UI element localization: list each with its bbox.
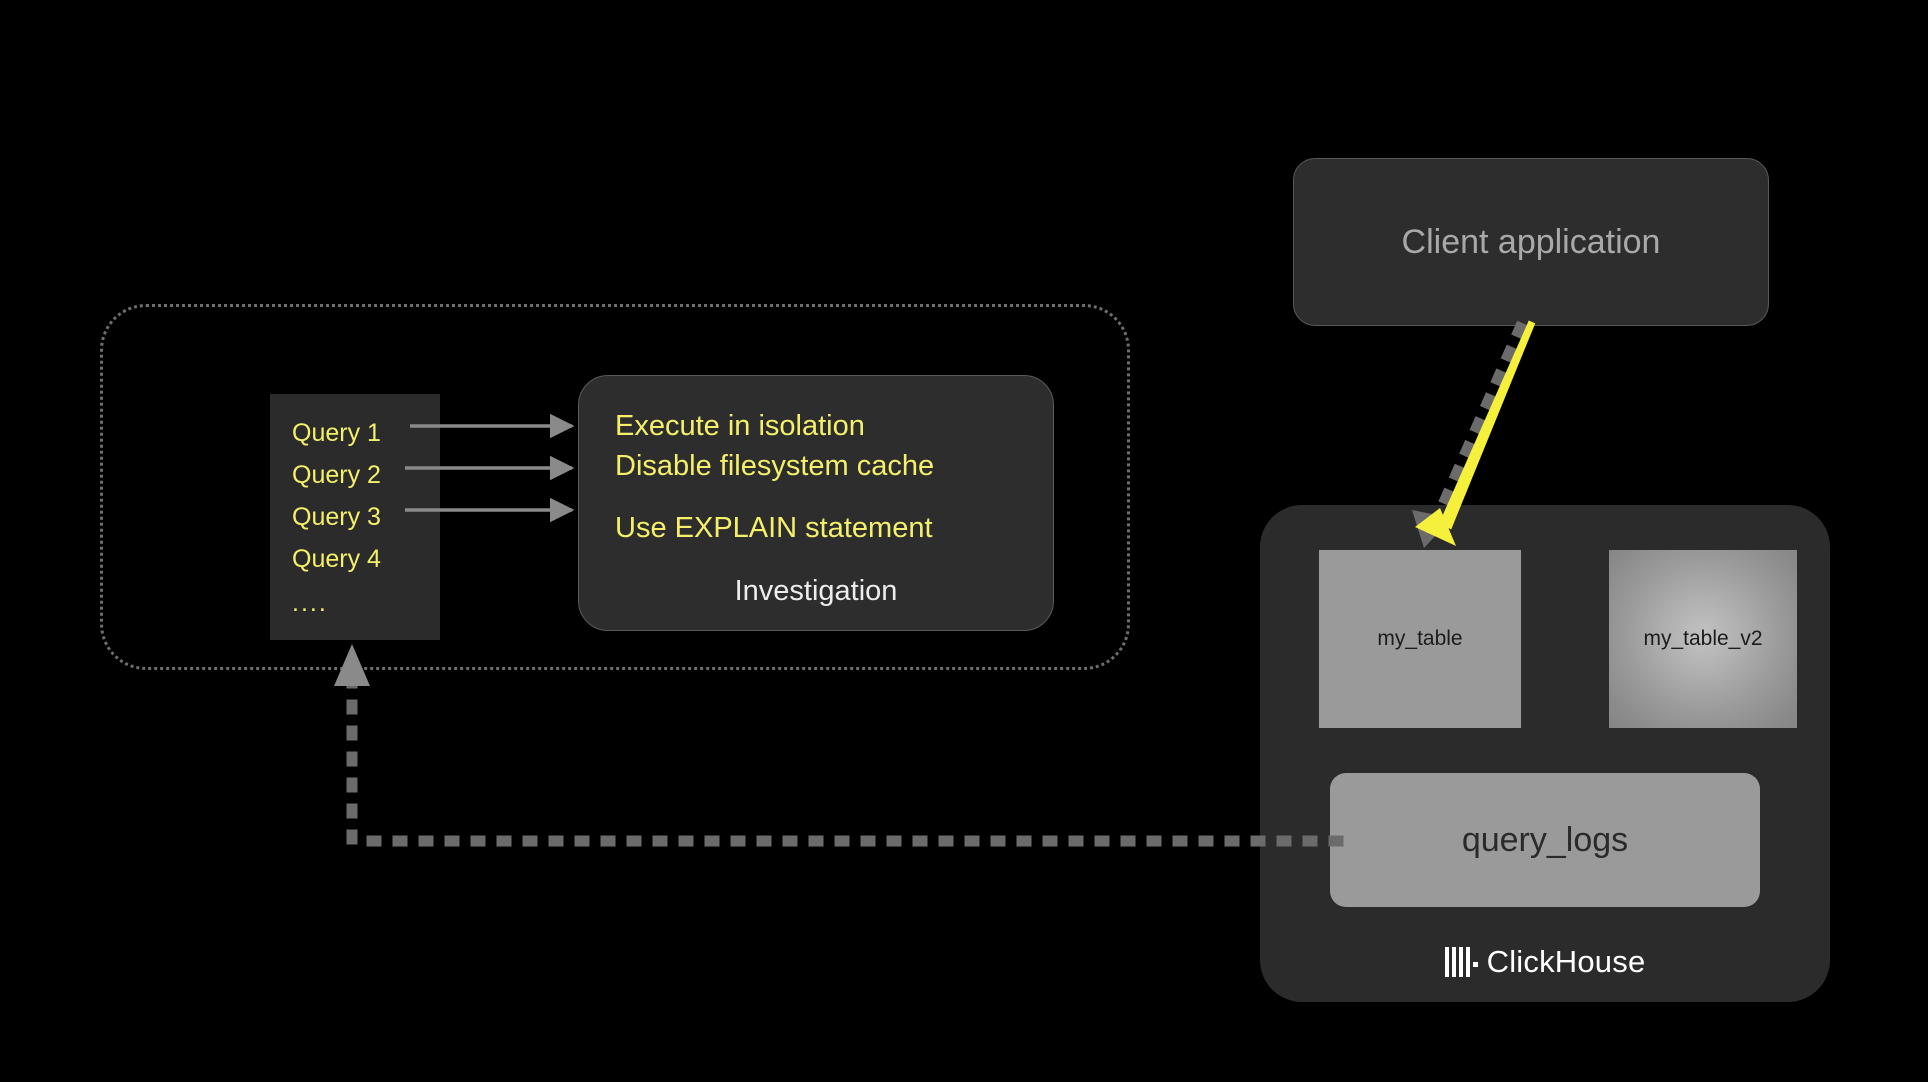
query-list-ellipsis: .... — [292, 589, 328, 617]
table-node-label: my_table_v2 — [1643, 627, 1763, 650]
table-node-my-table[interactable]: my_table — [1319, 550, 1521, 728]
investigation-tip: Execute in isolation — [615, 410, 865, 442]
table-node-my-table-v2[interactable]: my_table_v2 — [1609, 550, 1797, 728]
query-list-panel[interactable]: Query 1 Query 2 Query 3 Query 4 .... — [270, 394, 440, 640]
query-logs-to-query-panel-arrow — [334, 644, 1344, 847]
investigation-tip: Disable filesystem cache — [615, 450, 935, 482]
investigation-caption: Investigation — [734, 575, 898, 607]
investigation-tip-list: Execute in isolation Disable filesystem … — [615, 406, 1033, 548]
client-application-node[interactable]: Client application — [1293, 158, 1769, 326]
table-node-label: my_table — [1377, 627, 1463, 650]
query-list-item[interactable]: Query 3 — [292, 503, 381, 531]
clickhouse-logo-text: ClickHouse — [1486, 944, 1646, 979]
clickhouse-logo: ClickHouse — [1260, 944, 1830, 980]
investigation-panel[interactable]: Execute in isolation Disable filesystem … — [578, 375, 1054, 631]
clickhouse-logo-icon — [1444, 947, 1478, 977]
query-list-item[interactable]: Query 4 — [292, 545, 381, 573]
table-node-query-logs[interactable]: query_logs — [1330, 773, 1760, 907]
investigation-tip: Use EXPLAIN statement — [615, 512, 933, 544]
query-list-item[interactable]: Query 2 — [292, 461, 381, 489]
workflow-group-container — [100, 304, 1130, 670]
query-list-item[interactable]: Query 1 — [292, 419, 381, 447]
clickhouse-container[interactable]: my_table my_table_v2 query_logs ClickHou… — [1260, 505, 1830, 1002]
client-application-label: Client application — [1401, 222, 1661, 261]
table-node-label: query_logs — [1461, 820, 1629, 859]
